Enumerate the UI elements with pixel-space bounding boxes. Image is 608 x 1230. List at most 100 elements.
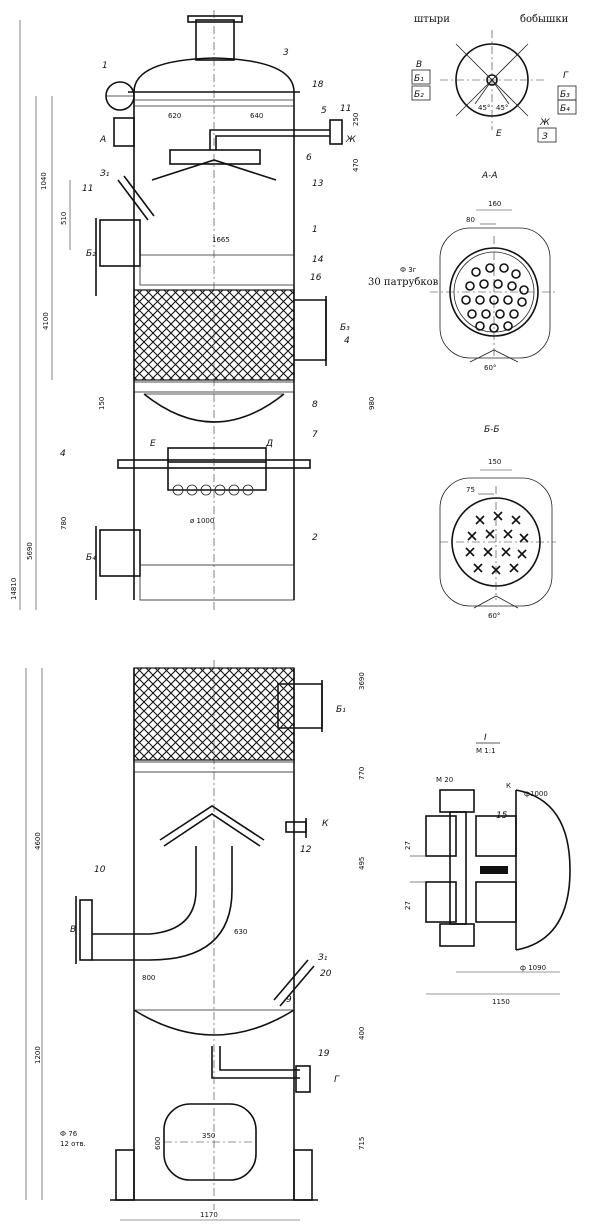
aa-dim-80: 80	[466, 216, 475, 224]
plan-v: В	[416, 60, 422, 70]
dim-12-holes: 12 отв.	[60, 1140, 86, 1148]
plan-angle-2: 45°	[496, 104, 508, 112]
plan-zh: Ж	[539, 118, 550, 128]
dim-250: 250	[352, 113, 360, 126]
dim-350: 350	[202, 1132, 215, 1140]
plan-view: штыри бобышки 45° 45° В Б₁ Б₂ Г Б₃ Б₄ Ж …	[411, 14, 577, 143]
callout-9: 9	[286, 995, 292, 1005]
lower-column	[25, 660, 323, 1221]
dim-3690: 3690	[358, 672, 366, 690]
callout-5: 5	[321, 106, 327, 116]
callout-11: 11	[340, 104, 351, 114]
callout-18: 18	[312, 80, 324, 90]
dim-495: 495	[358, 857, 366, 870]
section-bb-title: Б-Б	[484, 425, 500, 435]
nozzle-d: Д	[265, 439, 273, 449]
dim-640: 640	[250, 112, 263, 120]
nozzle-e: Е	[150, 439, 156, 449]
plan-b1: Б₁	[414, 74, 424, 84]
plan-b2: Б₂	[414, 90, 424, 100]
bb-dim-75: 75	[466, 486, 475, 494]
nozzle-z1: З₁	[100, 169, 110, 179]
dim-5690: 5690	[26, 542, 34, 560]
callout-7: 7	[312, 430, 318, 440]
dim-1200: 1200	[34, 1046, 42, 1064]
detail-subtitle: М 1:1	[476, 747, 496, 755]
callout-16: 16	[310, 273, 322, 283]
detail-i: I М 1:1 М 20 15 К ф1000 27 27 ф 1090 115…	[404, 733, 571, 1006]
callout-20: 20	[320, 969, 332, 979]
dim-510: 510	[60, 212, 68, 225]
callout-4b: 4	[60, 449, 66, 459]
section-aa-title: А-А	[481, 171, 498, 181]
dim-980: 980	[368, 397, 376, 410]
nozzle-b3: Б₃	[340, 323, 350, 333]
dim-1170: 1170	[200, 1211, 218, 1219]
nozzle-z-lower: З₁	[318, 953, 328, 963]
dim-400: 400	[358, 1027, 366, 1040]
callout-1b: 1	[312, 225, 318, 235]
callout-10: 10	[94, 865, 106, 875]
nozzle-b1-lower: Б₁	[336, 705, 346, 715]
dim-770: 770	[358, 767, 366, 780]
upper-column	[19, 10, 343, 610]
nozzle-a: A	[99, 135, 106, 145]
plan-b3: Б₃	[560, 90, 570, 100]
callout-14: 14	[312, 255, 324, 265]
callout-11b: 11	[82, 184, 93, 194]
callout-19: 19	[318, 1049, 330, 1059]
dim-4600: 4600	[34, 832, 42, 850]
detail-27b: 27	[404, 901, 412, 910]
callout-3: 3	[283, 48, 289, 58]
callout-2: 2	[312, 533, 318, 543]
callout-13: 13	[312, 179, 324, 189]
dim-780: 780	[60, 517, 68, 530]
callout-6: 6	[306, 153, 312, 163]
bb-dim-150: 150	[488, 458, 501, 466]
bb-angle: 60°	[488, 612, 500, 620]
callout-12: 12	[300, 845, 312, 855]
upper-dimensions: 620 640 250 470 1040 510 1665 4100 150 9…	[10, 112, 376, 600]
dim-800: 800	[142, 974, 155, 982]
section-aa: А-А 160 80 Ф 3г 30 патрубков 60°	[368, 171, 558, 372]
callout-1: 1	[102, 61, 108, 71]
plan-b4: Б₄	[560, 104, 570, 114]
dim-1665: 1665	[212, 236, 230, 244]
section-bb: Б-Б 150 75 60°	[439, 425, 556, 620]
detail-title: I	[484, 733, 487, 743]
nozzle-g-lower: Г	[334, 1075, 340, 1085]
plan-angle-1: 45°	[478, 104, 490, 112]
dim-715: 715	[358, 1137, 366, 1150]
detail-27a: 27	[404, 841, 412, 850]
detail-callout-15: 15	[496, 811, 508, 821]
dim-150: 150	[98, 397, 106, 410]
upper-callouts: 1 3 18 5 11 6 13 11 1 14 16 4 8 7 2 4 A …	[60, 48, 356, 563]
aa-phi: Ф 3г	[400, 266, 417, 274]
plan-e: Е	[496, 129, 502, 139]
dim-14810: 14810	[10, 578, 18, 600]
nozzle-v-lower: В	[70, 925, 76, 935]
detail-phi1000: ф1000	[524, 790, 548, 798]
aa-dim-160: 160	[488, 200, 501, 208]
dim-1040: 1040	[40, 172, 48, 190]
detail-1150: 1150	[492, 998, 510, 1006]
dim-600: 600	[154, 1137, 162, 1150]
detail-bolt: М 20	[436, 776, 453, 784]
plan-g: Г	[563, 71, 569, 81]
aa-angle: 60°	[484, 364, 496, 372]
dim-phi1000: ø 1000	[190, 517, 214, 525]
detail-phi1090: ф 1090	[520, 964, 546, 972]
dim-phi76: Ф 76	[60, 1130, 78, 1138]
label-pins: штыри	[414, 14, 450, 25]
callout-8: 8	[312, 400, 318, 410]
nozzle-b4: Б₄	[86, 553, 96, 563]
dim-470: 470	[352, 159, 360, 172]
dim-620: 620	[168, 112, 181, 120]
detail-mark: К	[506, 782, 511, 790]
label-bosses: бобышки	[520, 14, 569, 25]
nozzle-k: К	[322, 819, 329, 829]
callout-4: 4	[344, 336, 350, 346]
dim-4100: 4100	[42, 312, 50, 330]
dim-630: 630	[234, 928, 247, 936]
